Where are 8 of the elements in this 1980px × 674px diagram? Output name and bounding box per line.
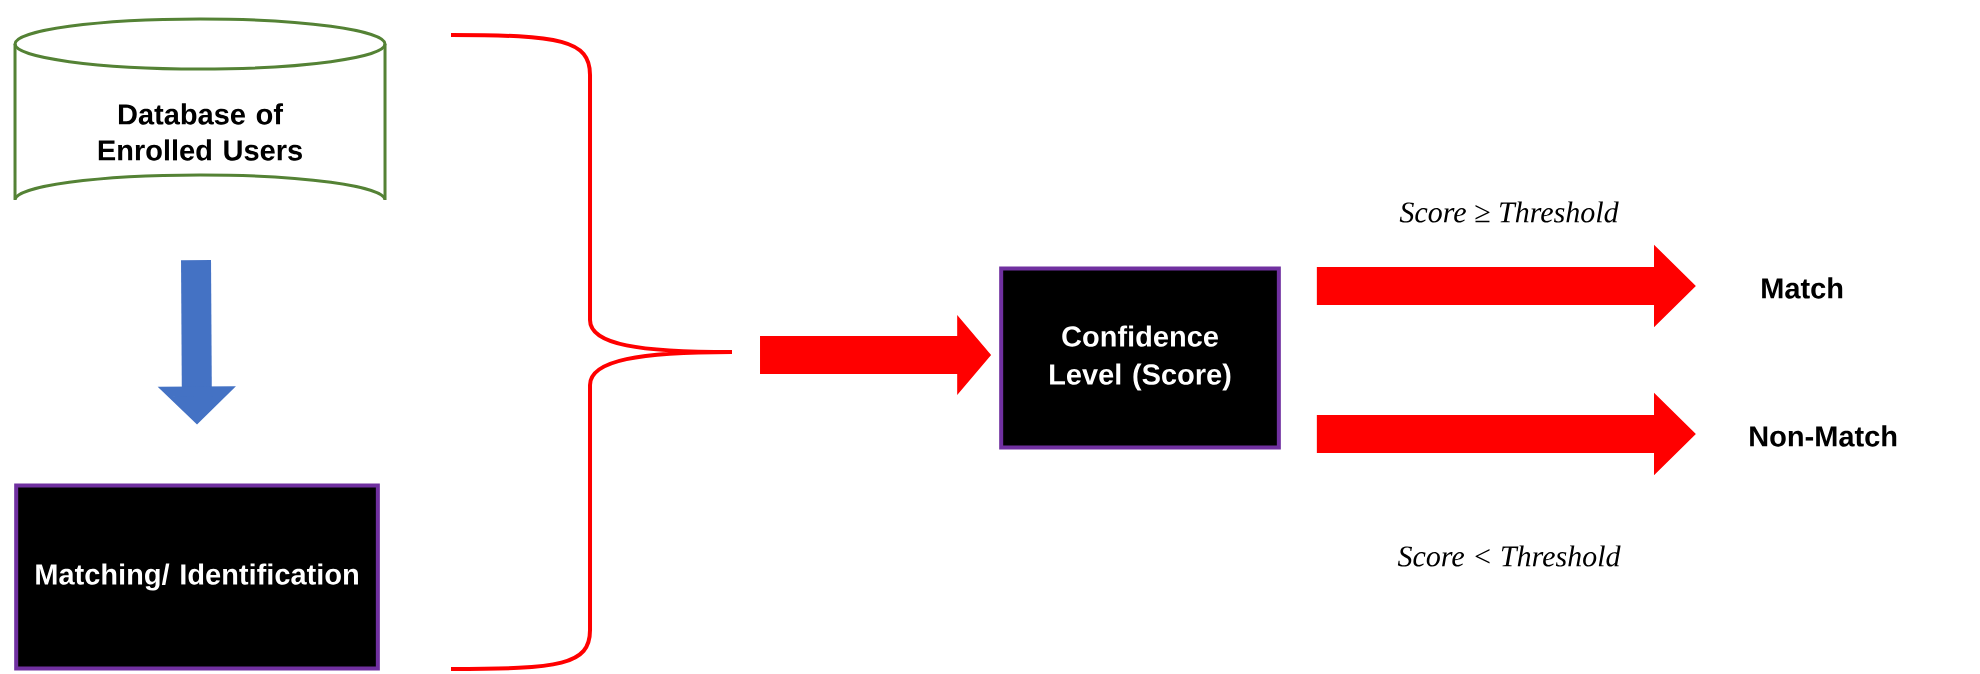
process-box: Matching/ Identification bbox=[14, 483, 380, 671]
process-box: Confidence Level (Score) bbox=[999, 266, 1281, 450]
result-label: Non-Match bbox=[1750, 425, 1897, 447]
node-label: Database of Enrolled Users bbox=[98, 103, 302, 161]
edge-label: Score < Threshold bbox=[1397, 545, 1621, 567]
edge-label: Score ≥ Threshold bbox=[1399, 201, 1619, 223]
result-label: Match bbox=[1762, 277, 1843, 299]
database-cylinder: Database of Enrolled Users bbox=[13, 17, 387, 202]
